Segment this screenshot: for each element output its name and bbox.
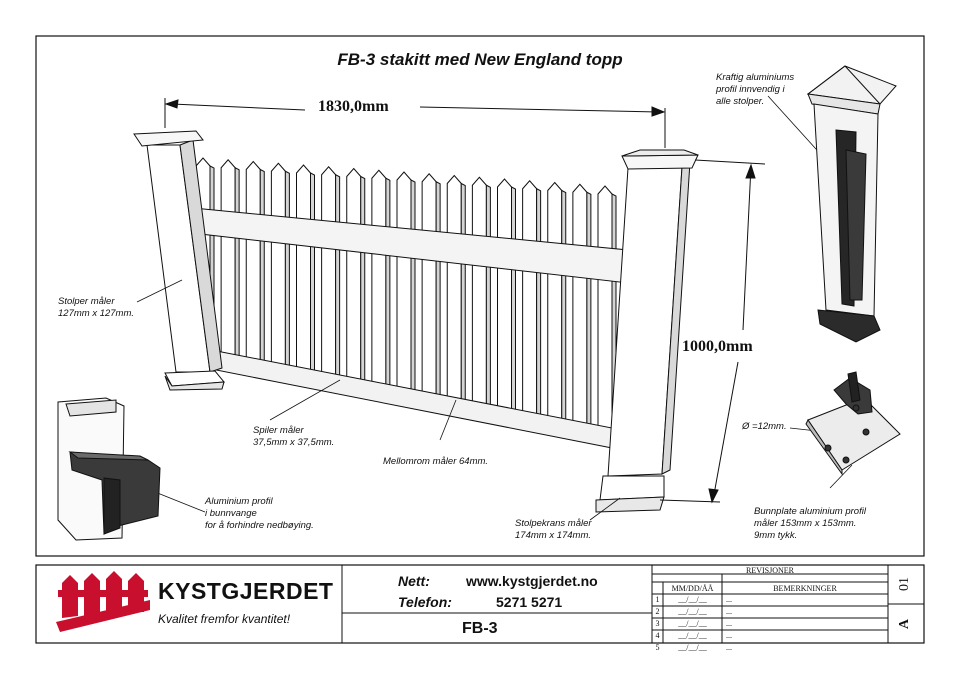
rail-profile-inset [57,397,161,541]
spacing-note: Mellomrom måler 64mm. [383,456,489,467]
insert-note-line: profil innvendig i [716,84,785,95]
picket-side [410,179,416,397]
picket [421,172,437,401]
posts-note: Stolper måler 127mm x 127mm. [58,296,134,320]
revision-row-remark: ... [726,631,732,640]
base-plate-inset [805,371,901,476]
picket-side [284,170,290,370]
picket-side [385,177,391,392]
right-post [595,149,699,513]
collar-note-line: 174mm x 174mm. [515,530,592,541]
insert-note: Kraftig aluminiums profil innvendig i al… [716,72,794,108]
picket-side [460,182,466,408]
drawing-frame [35,35,925,557]
posts-note-line: Stolper måler [58,296,115,307]
kystgjerdet-logo [56,571,150,632]
picket-side [536,187,542,424]
collar-note-line: Stolpekrans måler [515,518,592,529]
picket [497,178,512,417]
picket-side [259,168,265,365]
hole-note: Ø =12mm. [742,421,787,432]
phone-number: 5271 5271 [496,594,563,610]
drawing-number: FB-3 [462,620,498,637]
sheet-number: 01 [888,570,924,600]
revision-letter: A [888,610,924,640]
picket-side [234,166,240,360]
posts-note-line: 127mm x 127mm. [58,308,135,319]
revision-row-remark: ... [726,619,732,628]
picket [321,165,337,380]
rail-profile-note: Aluminium profil i bunnvange for å forhi… [205,496,314,532]
picket [522,179,538,423]
revisions-col-remarks: BEMERKNINGER [773,584,837,593]
dimension-lines [164,98,766,504]
left-post [133,130,225,391]
revision-row-number: 5 [655,643,660,652]
revision-row-number: 4 [655,631,660,640]
picket-side [485,184,491,413]
brand-slogan: Kvalitet fremfor kvantitet! [158,612,291,626]
revisions-col-date: MM/DD/ÅÅ [671,584,714,593]
revision-row-remark: ... [726,643,732,652]
revision-row-number: 2 [655,607,660,616]
pickets-note-line: Spiler måler [253,425,304,436]
picket [597,185,613,439]
web-label: Nett: [398,573,430,589]
picket [547,181,563,428]
leader-lines [136,95,853,521]
base-note-line: måler 153mm x 153mm. [754,518,857,529]
collar-note: Stolpekrans måler 174mm x 174mm. [515,518,592,542]
pickets-note: Spiler måler 37,5mm x 37,5mm. [253,425,334,449]
web-link[interactable]: www.kystgjerdet.no [466,573,598,589]
revision-row-number: 3 [655,619,660,628]
rail-note-line: for å forhindre nedbøying. [205,520,314,531]
insert-note-line: alle stolper. [716,96,765,107]
pickets-note-line: 37,5mm x 37,5mm. [253,437,335,448]
revision-row-remark: ... [726,595,732,604]
picket [371,169,387,391]
phone-label: Telefon: [398,594,452,610]
picket [471,176,487,412]
rail-note-line: i bunnvange [205,508,257,519]
revision-row-date: __/__/__ [678,643,707,652]
picket [346,167,362,385]
picket [296,164,311,374]
sheet-number-text: 01 [897,577,912,591]
base-note-line: Bunnplate aluminium profil [754,506,866,517]
picket [245,160,261,364]
revision-row-date: __/__/__ [678,619,707,628]
picket-side [360,175,366,386]
drawing-title: FB-3 stakitt med New England topp [337,50,623,69]
revisions-title: REVISJONER [745,566,794,575]
brand-name: KYSTGJERDET [158,578,334,604]
picket-side [310,172,315,376]
picket [220,158,236,358]
picket-side [511,186,516,419]
revision-row-number: 1 [655,595,660,604]
base-note-line: 9mm tykk. [754,530,798,541]
revision-row-date: __/__/__ [678,631,707,640]
revision-row-remark: ... [726,607,732,616]
width-dimension: 1830,0mm [318,98,389,115]
revision-row-date: __/__/__ [678,595,707,604]
base-plate-note: Bunnplate aluminium profil måler 153mm x… [754,506,866,542]
picket-side [335,173,341,381]
rail-note-line: Aluminium profil [205,496,273,507]
revision-row-date: __/__/__ [678,607,707,616]
picket [396,171,412,396]
revision-letter-text: A [897,618,913,630]
post-insert-inset [806,65,897,343]
picket [572,183,588,434]
picket-side [561,189,567,429]
height-dimension: 1000,0mm [682,338,753,355]
fence-illustration [133,130,699,513]
picket [270,162,286,369]
picket-side [586,191,592,435]
insert-note-line: Kraftig aluminiums [716,72,795,83]
title-block-grid [341,565,924,643]
picket-side [435,180,441,403]
picket [446,174,462,407]
